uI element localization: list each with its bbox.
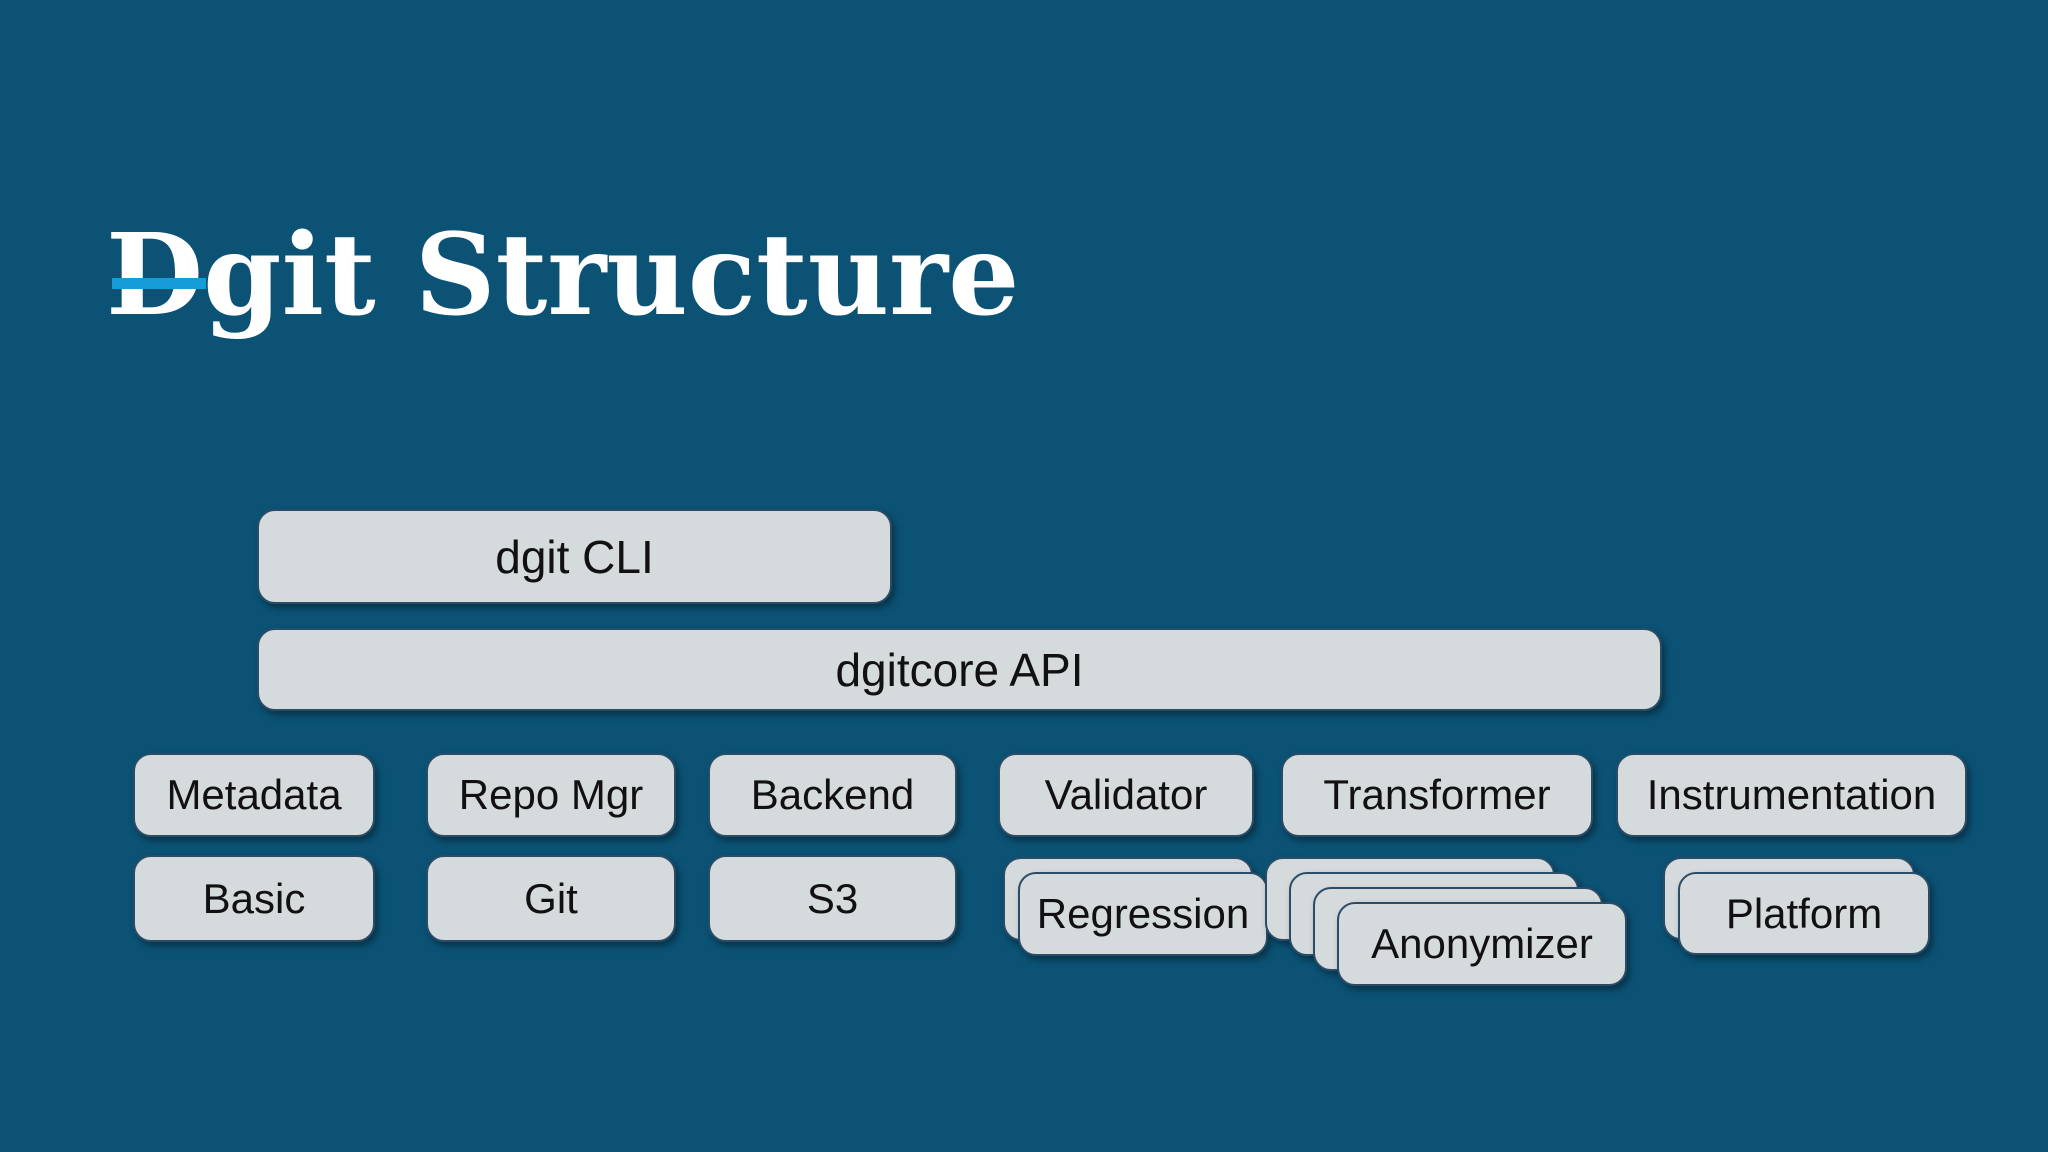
box-label: Backend bbox=[750, 771, 915, 818]
box-dgitcore-api: dgitcore API bbox=[257, 628, 1662, 711]
box-plugin-anonymizer: Anonymizer bbox=[1337, 902, 1627, 986]
box-label: Git bbox=[524, 874, 578, 922]
slide-title: Dgit Structure bbox=[106, 210, 1020, 342]
stack-plugin-platform: Platform bbox=[1663, 857, 1931, 956]
box-plugin-s3: S3 bbox=[708, 855, 957, 942]
box-label: dgit CLI bbox=[495, 530, 654, 583]
box-label: Metadata bbox=[166, 771, 342, 818]
box-label: Repo Mgr bbox=[458, 771, 644, 818]
box-plugin-platform: Platform bbox=[1678, 872, 1930, 955]
box-plugin-git: Git bbox=[426, 855, 676, 942]
box-label: Instrumentation bbox=[1646, 771, 1937, 818]
box-label: Regression bbox=[1036, 890, 1250, 937]
box-module-transformer: Transformer bbox=[1281, 753, 1593, 837]
box-module-backend: Backend bbox=[708, 753, 957, 837]
box-dgit-cli: dgit CLI bbox=[257, 509, 892, 604]
box-module-instrumentation: Instrumentation bbox=[1616, 753, 1967, 837]
box-module-metadata: Metadata bbox=[133, 753, 375, 837]
stack-plugin-regression: Regression bbox=[1003, 857, 1269, 957]
box-label: S3 bbox=[806, 874, 859, 922]
box-label: Basic bbox=[202, 874, 306, 922]
box-label: dgitcore API bbox=[835, 643, 1084, 696]
box-label: Validator bbox=[1044, 771, 1208, 818]
box-label: Transformer bbox=[1323, 771, 1551, 818]
box-module-validator: Validator bbox=[998, 753, 1254, 837]
box-plugin-basic: Basic bbox=[133, 855, 375, 942]
stack-plugin-anonymizer: Anonymizer bbox=[1265, 857, 1628, 987]
box-label: Anonymizer bbox=[1371, 920, 1593, 967]
box-label: Platform bbox=[1725, 889, 1883, 937]
box-module-repo-mgr: Repo Mgr bbox=[426, 753, 676, 837]
box-plugin-regression: Regression bbox=[1018, 872, 1268, 956]
title-accent-bar bbox=[112, 278, 206, 289]
